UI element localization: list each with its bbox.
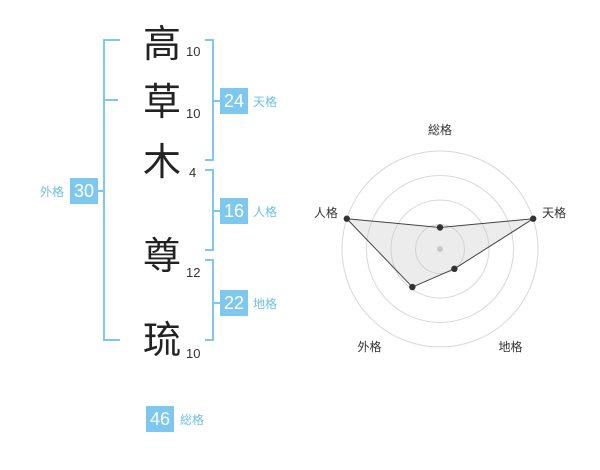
radar-axis-label: 総格 [427, 123, 452, 137]
chikaku-label: 地格 [253, 297, 278, 311]
radar-grid-ring [390, 199, 490, 299]
radar-axis-label: 天格 [542, 205, 567, 220]
radar-axis-label: 地格 [498, 340, 523, 355]
radar-point [343, 215, 350, 222]
name-char-2: 草 [142, 80, 181, 124]
stroke-count-2: 10 [186, 106, 201, 121]
radar-point [530, 215, 537, 222]
jinkaku-value: 16 [220, 198, 248, 224]
soukaku-value: 46 [146, 406, 174, 432]
name-char-3: 木 [142, 140, 181, 184]
radar-grid-ring [341, 150, 539, 348]
radar-axis-label: 人格 [313, 205, 338, 220]
stroke-count-3: 4 [189, 165, 197, 180]
radar-point [436, 224, 444, 231]
stroke-count-1: 10 [186, 44, 201, 59]
radar-grid-ring [366, 175, 514, 323]
gaikaku-label: 外格 [40, 185, 65, 199]
radar-point [451, 265, 458, 273]
name-char-1: 高 [142, 22, 181, 66]
tenkaku-value: 24 [220, 88, 248, 114]
stroke-count-5: 10 [186, 346, 201, 361]
radar-point [409, 283, 416, 291]
tenkaku-label: 天格 [253, 95, 278, 109]
gaikaku-value: 30 [70, 178, 98, 204]
chikaku-bracket [205, 259, 214, 341]
name-char-4: 尊 [142, 234, 181, 278]
jinkaku-label: 人格 [253, 205, 278, 219]
radar-axis-label: 外格 [357, 340, 382, 355]
radar-center-dot [437, 246, 443, 252]
radar-value-polygon [345, 218, 534, 288]
soukaku-label: 総格 [180, 413, 205, 427]
chikaku-value: 22 [220, 290, 248, 316]
stroke-count-4: 12 [186, 265, 201, 280]
name-char-5: 琉 [142, 318, 181, 362]
